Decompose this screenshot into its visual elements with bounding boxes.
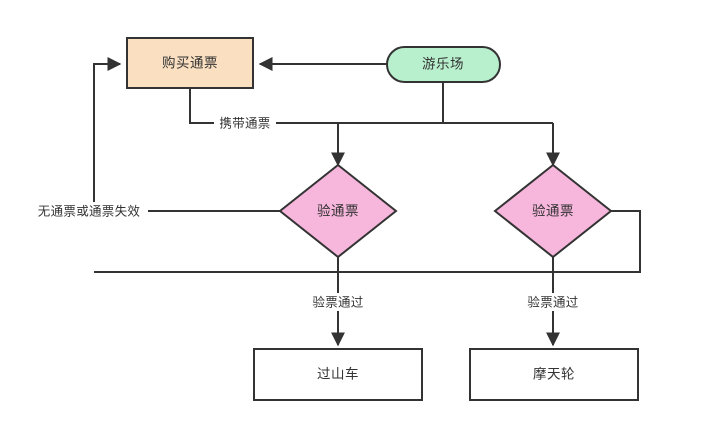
edge-label-carry-pass: 携带通票 bbox=[219, 115, 270, 130]
edge-label-no-pass-invalid: 无通票或通票失效 bbox=[38, 203, 141, 218]
edge-label-pass-ok-left: 验票通过 bbox=[312, 294, 363, 309]
edge-label-bg-carry-pass bbox=[214, 114, 276, 132]
node-roller-coaster-shape bbox=[253, 348, 423, 401]
node-ferris-wheel-label: 摩天轮 bbox=[533, 366, 575, 382]
node-roller-coaster-label: 过山车 bbox=[317, 366, 359, 382]
edge-label-bg-pass-left bbox=[305, 293, 371, 311]
node-buy-pass[interactable]: 购买通票 bbox=[126, 37, 254, 89]
edge-check-right-reject bbox=[94, 210, 641, 273]
node-check-pass-right-label: 验通票 bbox=[532, 204, 574, 219]
node-ferris-wheel-shape bbox=[469, 348, 639, 401]
node-check-pass-right-shape bbox=[493, 163, 613, 259]
node-amusement-park[interactable]: 游乐场 bbox=[386, 46, 501, 83]
edge-label-bg-pass-right bbox=[520, 293, 586, 311]
node-check-pass-right[interactable]: 验通票 bbox=[493, 163, 613, 259]
node-check-pass-left-label: 验通票 bbox=[317, 204, 359, 219]
edge-buy-to-trunk bbox=[189, 88, 443, 124]
edge-label-bg-no-pass bbox=[30, 202, 148, 220]
edge-return-to-buy bbox=[93, 57, 122, 211]
node-amusement-park-shape bbox=[386, 46, 501, 83]
node-buy-pass-shape bbox=[126, 37, 254, 89]
node-check-pass-left-shape bbox=[278, 163, 398, 259]
node-check-pass-left[interactable]: 验通票 bbox=[278, 163, 398, 259]
node-buy-pass-label: 购买通票 bbox=[162, 56, 218, 71]
node-amusement-park-label: 游乐场 bbox=[422, 57, 464, 72]
edge-label-pass-ok-right: 验票通过 bbox=[527, 294, 578, 309]
node-ferris-wheel[interactable]: 摩天轮 bbox=[469, 348, 639, 401]
node-roller-coaster[interactable]: 过山车 bbox=[253, 348, 423, 401]
